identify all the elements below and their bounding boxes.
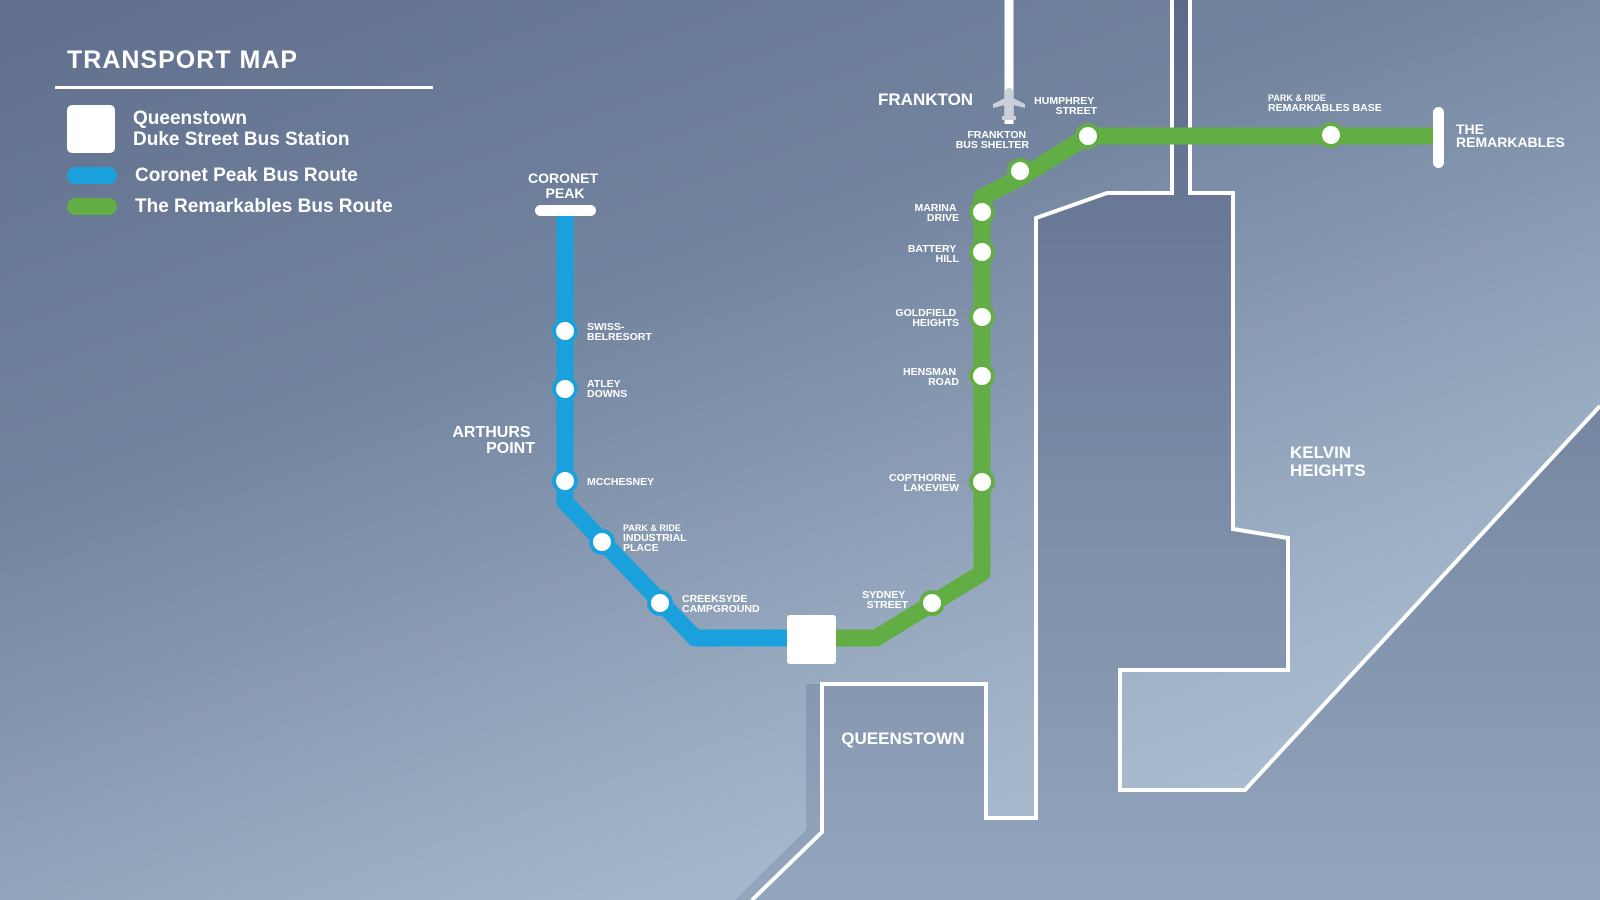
legend-item-coronet-route: Coronet Peak Bus Route [67, 165, 435, 186]
stop-mcchesney[interactable] [552, 468, 578, 494]
stop-label: BATTERY HILL [908, 243, 960, 265]
legend-title: TRANSPORT MAP [67, 46, 299, 74]
stop-marina-drive[interactable] [969, 199, 995, 225]
stop-label: CREEKSYDE CAMPGROUND [682, 593, 760, 615]
stop-label: PARK & RIDE REMARKABLES BASE [1268, 92, 1382, 114]
green-line-swatch-icon [67, 198, 117, 215]
terminus-label-the-remarkables: THE REMARKABLES [1456, 121, 1565, 150]
stop-goldfield-heights[interactable] [969, 304, 995, 330]
stop-label: COPTHORNE LAKEVIEW [889, 472, 959, 494]
area-label-arthurs-point: ARTHURS POINT [452, 424, 535, 457]
remarkables-stops [919, 122, 1344, 616]
legend-coronet-label: Coronet Peak Bus Route [135, 165, 358, 186]
stop-label: GOLDFIELD HEIGHTS [895, 307, 959, 329]
coronet-stops [552, 318, 673, 616]
stop-humphrey-street[interactable] [1075, 123, 1101, 149]
area-label-frankton: FRANKTON [878, 90, 973, 109]
stop-battery-hill[interactable] [969, 239, 995, 265]
coronet-peak-terminus[interactable] [535, 205, 596, 216]
stop-label: SYDNEY STREET [862, 589, 909, 611]
stop-label: ATLEY DOWNS [587, 378, 627, 400]
stop-swiss-belresort[interactable] [552, 318, 578, 344]
stop-label: MCCHESNEY [587, 476, 654, 488]
stop-label: MARINA DRIVE [914, 202, 959, 224]
stop-frankton-bus-shelter[interactable] [1007, 158, 1033, 184]
airplane-icon [993, 88, 1025, 120]
shoreline-west [750, 0, 1174, 900]
duke-street-bus-station[interactable] [787, 615, 836, 664]
legend-item-remarkables-route: The Remarkables Bus Route [67, 196, 435, 217]
stop-label: HUMPHREY STREET [1034, 95, 1097, 117]
legend-item-station: Queenstown Duke Street Bus Station [67, 105, 435, 153]
stop-label: PARK & RIDE INDUSTRIAL PLACE [623, 522, 689, 554]
station-square-icon [67, 105, 115, 153]
legend-station-line2: Duke Street Bus Station [133, 129, 350, 150]
legend-station-line1: Queenstown [133, 108, 248, 129]
stop-label: SWISS- BELRESORT [587, 321, 652, 343]
remarkables-terminus[interactable] [1433, 107, 1444, 168]
shoreline-east [1118, 0, 1600, 792]
coronet-peak-route-line [556, 211, 812, 647]
legend-remarkables-label: The Remarkables Bus Route [135, 196, 393, 217]
stop-remarkables-base[interactable] [1318, 122, 1344, 148]
stop-atley-downs[interactable] [552, 376, 578, 402]
stop-label: FRANKTON BUS SHELTER [956, 129, 1030, 151]
area-label-kelvin-heights: KELVIN HEIGHTS [1290, 443, 1366, 480]
legend: TRANSPORT MAP Queenstown Duke Street Bus… [55, 46, 435, 217]
stop-creeksyde-campground[interactable] [647, 590, 673, 616]
terminus-label-coronet-peak: CORONET PEAK [528, 170, 602, 201]
land-mass [735, 0, 1600, 900]
stop-sydney-street[interactable] [919, 590, 945, 616]
legend-divider [55, 86, 433, 89]
stop-copthorne-lakeview[interactable] [969, 469, 995, 495]
stop-industrial-place[interactable] [589, 529, 615, 555]
stop-hensman-road[interactable] [969, 363, 995, 389]
area-label-queenstown: QUEENSTOWN [841, 729, 964, 748]
stop-label: HENSMAN ROAD [903, 366, 959, 388]
blue-line-swatch-icon [67, 167, 117, 184]
